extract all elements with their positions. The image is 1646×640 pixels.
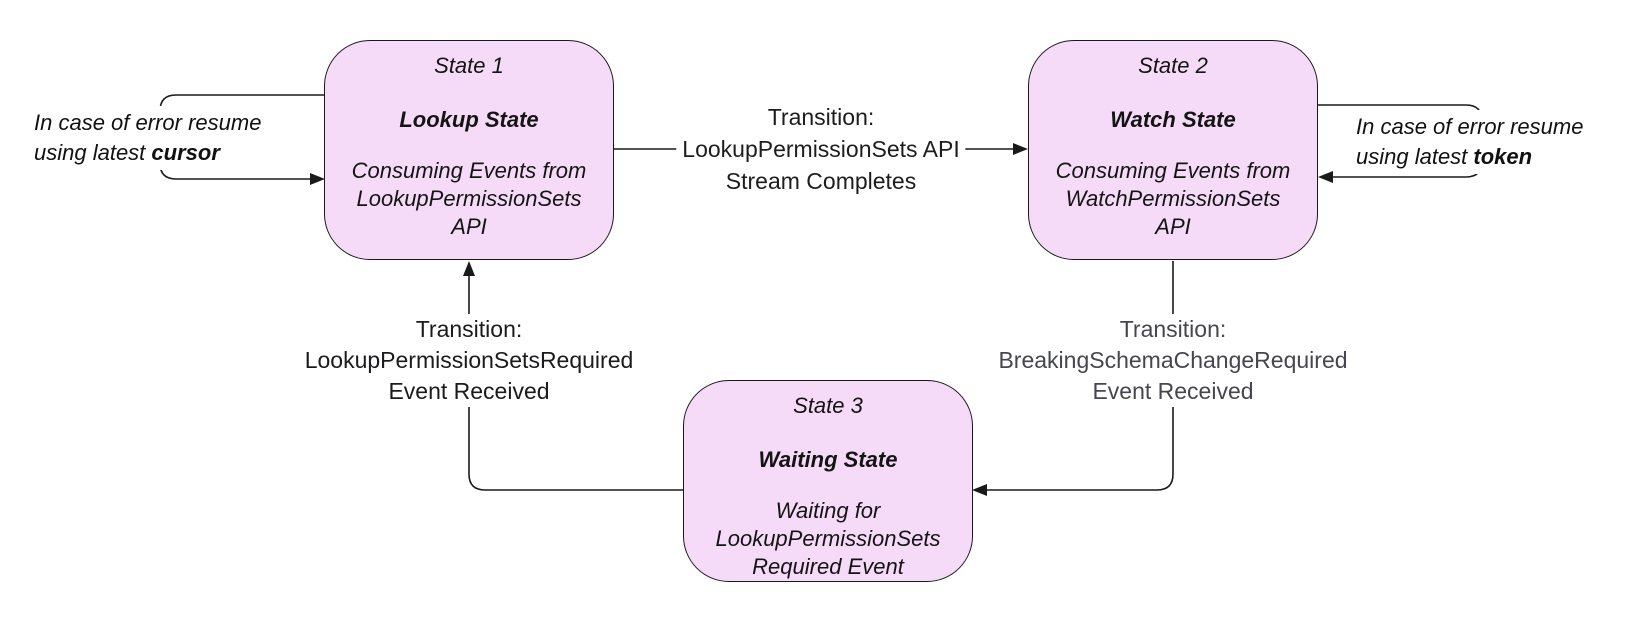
state-description: Consuming Events from LookupPermissionSe… <box>351 158 587 239</box>
state-number: State 3 <box>793 393 863 418</box>
note-line2-prefix: using latest <box>34 140 152 165</box>
state-title: Lookup State <box>399 107 539 132</box>
state-number: State 1 <box>434 53 504 78</box>
state-title: Watch State <box>1110 107 1236 132</box>
state-node-watch: State 2 Watch State Consuming Events fro… <box>1028 40 1318 260</box>
transition-prefix: Transition: <box>767 104 875 130</box>
note-line1: In case of error resume <box>1356 114 1584 139</box>
edge-state3-to-state1 <box>463 261 683 491</box>
state-title: Waiting State <box>758 447 898 472</box>
note-keyword: cursor <box>151 140 220 165</box>
transition-label-waiting-to-lookup: Transition: LookupPermissionSetsRequired… <box>298 314 640 407</box>
edge-state2-to-state3 <box>972 261 1174 496</box>
transition-prefix: Transition: <box>1119 316 1227 342</box>
note-line1: In case of error resume <box>34 110 262 135</box>
transition-label-lookup-to-watch: Transition: LookupPermissionSets API Str… <box>676 101 966 197</box>
note-keyword: token <box>1473 144 1533 169</box>
state-description: Consuming Events from WatchPermissionSet… <box>1055 158 1291 239</box>
state-node-waiting: State 3 Waiting State Waiting for Lookup… <box>683 380 973 582</box>
state-description: Waiting for LookupPermissionSets Require… <box>715 498 941 579</box>
transition-suffix: Stream Completes <box>725 168 917 194</box>
transition-label-watch-to-waiting: Transition: BreakingSchemaChangeRequired… <box>992 314 1354 407</box>
state-node-lookup: State 1 Lookup State Consuming Events fr… <box>324 40 614 260</box>
error-resume-note-token: In case of error resume using latest tok… <box>1352 110 1588 174</box>
transition-suffix: Event Received <box>388 378 550 404</box>
transition-event: LookupPermissionSetsRequired <box>304 347 634 373</box>
error-resume-note-cursor: In case of error resume using latest cur… <box>30 106 266 170</box>
state-number: State 2 <box>1138 53 1208 78</box>
note-line2-prefix: using latest <box>1356 144 1474 169</box>
transition-event: LookupPermissionSets API <box>682 136 960 162</box>
transition-prefix: Transition: <box>415 316 523 342</box>
transition-event: BreakingSchemaChangeRequired <box>998 347 1348 373</box>
transition-suffix: Event Received <box>1092 378 1254 404</box>
